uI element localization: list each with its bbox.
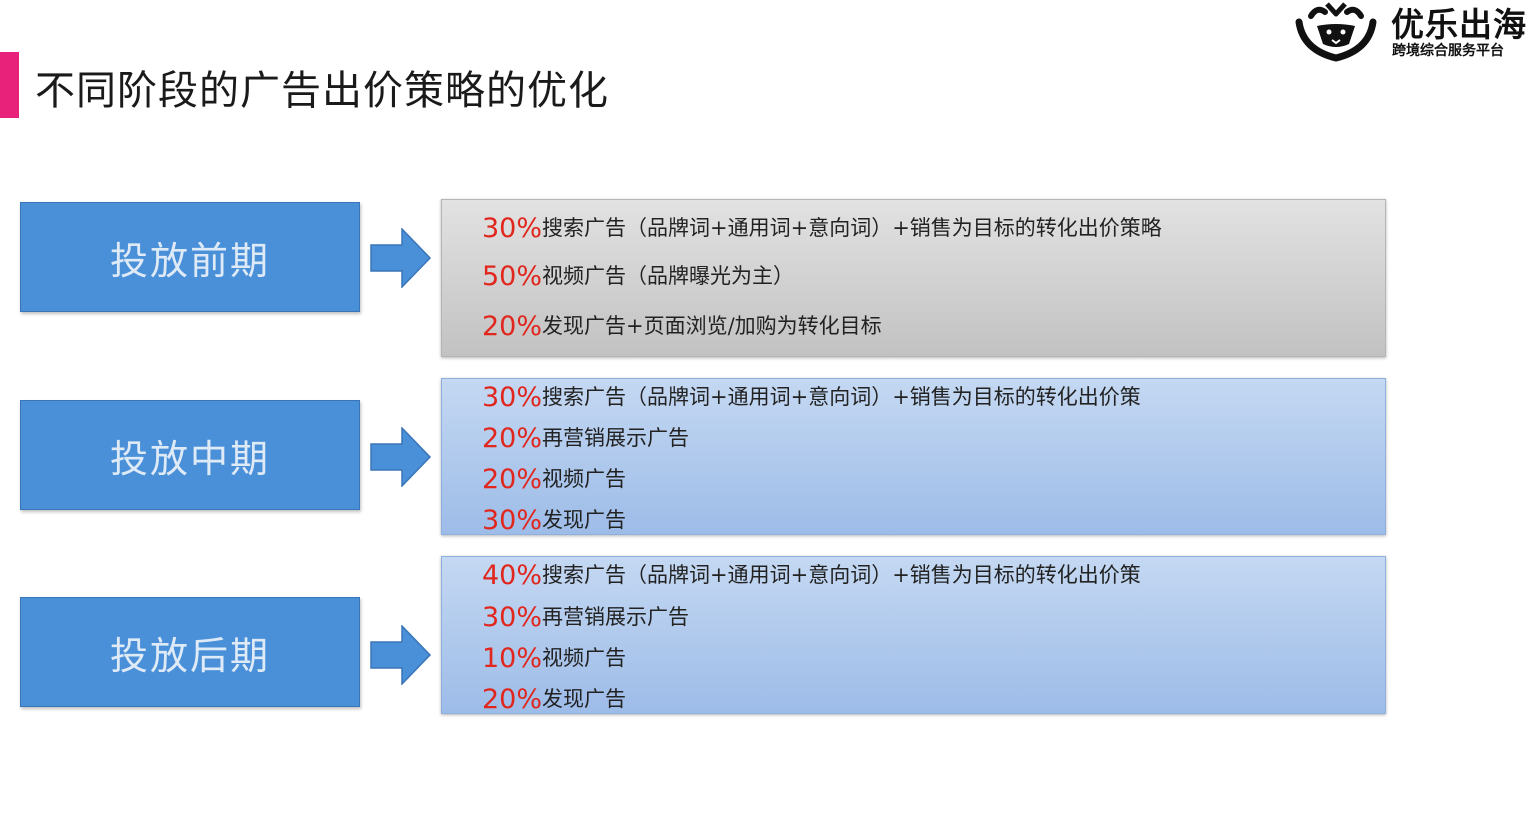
strategy-panel-early: 30%搜索广告（品牌词+通用词+意向词）+销售为目标的转化出价策略 50%视频广… <box>441 199 1386 357</box>
strategy-line: 30%搜索广告（品牌词+通用词+意向词）+销售为目标的转化出价策略 <box>482 212 1162 244</box>
strategy-text: 搜索广告（品牌词+通用词+意向词）+销售为目标的转化出价策 <box>542 563 1141 587</box>
lion-logo-icon <box>1295 2 1377 62</box>
strategy-text: 发现广告+页面浏览/加购为转化目标 <box>542 314 882 338</box>
strategy-text: 发现广告 <box>542 687 627 711</box>
strategy-line: 30%搜索广告（品牌词+通用词+意向词）+销售为目标的转化出价策 <box>482 381 1141 413</box>
right-arrow-icon <box>370 625 432 685</box>
stage-label: 投放中期 <box>109 436 270 481</box>
percent-value: 40% <box>482 560 543 591</box>
strategy-line: 30%再营销展示广告 <box>482 601 689 633</box>
stage-label: 投放前期 <box>109 238 270 283</box>
strategy-text: 搜索广告（品牌词+通用词+意向词）+销售为目标的转化出价策 <box>542 385 1141 409</box>
strategy-text: 搜索广告（品牌词+通用词+意向词）+销售为目标的转化出价策略 <box>542 216 1162 240</box>
strategy-line: 20%视频广告 <box>482 463 626 495</box>
title-accent-bar <box>0 52 19 118</box>
stage-label: 投放后期 <box>109 633 270 678</box>
percent-value: 20% <box>482 464 543 495</box>
strategy-text: 再营销展示广告 <box>542 426 690 450</box>
stage-box-middle: 投放中期 <box>20 400 360 510</box>
percent-value: 20% <box>482 423 543 454</box>
stage-box-late: 投放后期 <box>20 597 360 707</box>
strategy-text: 视频广告（品牌曝光为主） <box>542 264 795 288</box>
strategy-line: 30%发现广告 <box>482 504 626 536</box>
stage-box-early: 投放前期 <box>20 202 360 312</box>
percent-value: 30% <box>482 505 543 536</box>
brand-tagline: 跨境综合服务平台 <box>1392 43 1504 59</box>
strategy-text: 再营销展示广告 <box>542 605 690 629</box>
strategy-line: 20%再营销展示广告 <box>482 422 689 454</box>
percent-value: 20% <box>482 311 543 342</box>
strategy-line: 40%搜索广告（品牌词+通用词+意向词）+销售为目标的转化出价策 <box>482 559 1141 591</box>
strategy-text: 视频广告 <box>542 467 627 491</box>
right-arrow-icon <box>370 228 432 288</box>
percent-value: 10% <box>482 643 543 674</box>
strategy-line: 10%视频广告 <box>482 642 626 674</box>
percent-value: 30% <box>482 382 543 413</box>
brand-logo: 优乐出海 跨境综合服务平台 <box>1293 0 1536 66</box>
strategy-text: 视频广告 <box>542 646 627 670</box>
percent-value: 50% <box>482 261 543 292</box>
strategy-line: 20%发现广告+页面浏览/加购为转化目标 <box>482 310 882 342</box>
brand-name: 优乐出海 <box>1391 5 1527 44</box>
strategy-line: 20%发现广告 <box>482 683 626 715</box>
percent-value: 20% <box>482 684 543 715</box>
strategy-panel-late: 40%搜索广告（品牌词+通用词+意向词）+销售为目标的转化出价策 30%再营销展… <box>441 556 1386 715</box>
right-arrow-icon <box>370 427 432 487</box>
percent-value: 30% <box>482 213 543 244</box>
percent-value: 30% <box>482 602 543 633</box>
page-title: 不同阶段的广告出价策略的优化 <box>35 68 609 114</box>
strategy-text: 发现广告 <box>542 508 627 532</box>
strategy-panel-middle: 30%搜索广告（品牌词+通用词+意向词）+销售为目标的转化出价策 20%再营销展… <box>441 378 1386 536</box>
strategy-line: 50%视频广告（品牌曝光为主） <box>482 260 794 292</box>
